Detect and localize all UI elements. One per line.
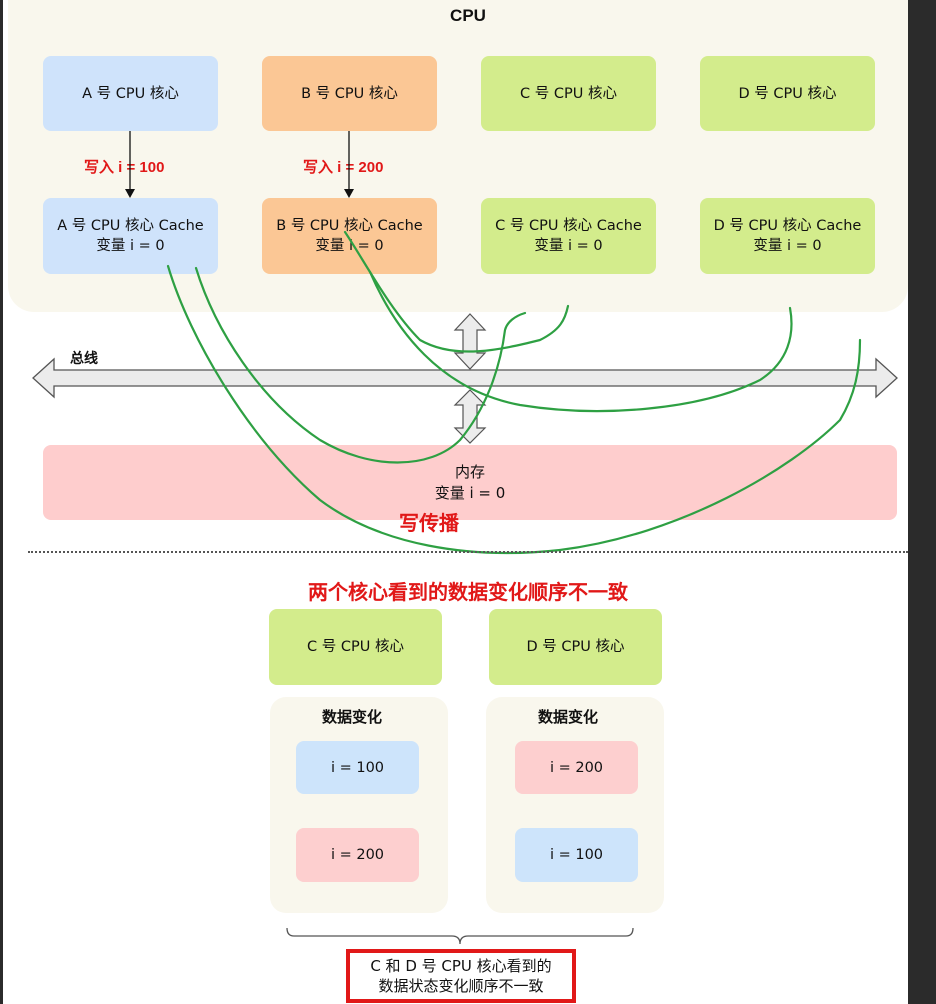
change-d-step-1-value: i = 200 — [549, 759, 604, 776]
cache-b: B 号 CPU 核心 Cache 变量 i = 0 — [262, 198, 437, 274]
bottom-core-d-label: D 号 CPU 核心 — [526, 639, 625, 655]
bottom-core-d: D 号 CPU 核心 — [489, 609, 662, 685]
memory-value: 变量 i = 0 — [434, 483, 506, 502]
core-d: D 号 CPU 核心 — [700, 56, 875, 131]
change-d-step-2-value: i = 100 — [549, 847, 604, 863]
bus-memory-connector-icon — [453, 389, 487, 444]
cache-c-name: C 号 CPU 核心 Cache — [495, 218, 642, 234]
cpu-title: CPU — [450, 6, 486, 25]
change-title-d: 数据变化 — [538, 708, 599, 726]
change-title-c: 数据变化 — [322, 708, 383, 726]
cache-a-name: A 号 CPU 核心 Cache — [57, 218, 204, 234]
cache-d: D 号 CPU 核心 Cache 变量 i = 0 — [700, 198, 875, 274]
left-window-edge — [0, 0, 3, 1004]
bottom-core-c: C 号 CPU 核心 — [269, 609, 442, 685]
cpu-bus-connector-icon — [453, 313, 487, 370]
memory-name: 内存 — [454, 462, 485, 481]
change-d-step-1: i = 200 — [515, 741, 638, 794]
write-arrow-a — [125, 131, 135, 198]
cache-c-value: 变量 i = 0 — [534, 238, 603, 254]
inconsistency-heading: 两个核心看到的数据变化顺序不一致 — [308, 580, 628, 604]
change-c-step-1: i = 100 — [296, 741, 419, 794]
change-d-step-2: i = 100 — [515, 828, 638, 882]
core-a: A 号 CPU 核心 — [43, 56, 218, 131]
change-c-step-2: i = 200 — [296, 828, 419, 882]
bottom-core-c-label: C 号 CPU 核心 — [307, 639, 404, 655]
write-label-a: 写入 i = 100 — [84, 159, 165, 176]
cache-a: A 号 CPU 核心 Cache 变量 i = 0 — [43, 198, 218, 274]
cache-c: C 号 CPU 核心 Cache 变量 i = 0 — [481, 198, 656, 274]
conclusion-line-1: C 和 D 号 CPU 核心看到的 — [370, 957, 552, 975]
change-c-step-2-value: i = 200 — [330, 847, 385, 863]
write-label-b: 写入 i = 200 — [303, 159, 384, 176]
conclusion-line-2: 数据状态变化顺序不一致 — [378, 977, 544, 995]
core-b-label: B 号 CPU 核心 — [301, 85, 398, 102]
conclusion-note: C 和 D 号 CPU 核心看到的 数据状态变化顺序不一致 — [346, 949, 576, 1003]
core-a-label: A 号 CPU 核心 — [82, 85, 179, 102]
propagation-curves — [166, 230, 862, 555]
write-arrow-b — [344, 131, 354, 198]
bus-label: 总线 — [70, 350, 98, 366]
core-b: B 号 CPU 核心 — [262, 56, 437, 131]
cache-d-name: D 号 CPU 核心 Cache — [713, 218, 862, 234]
core-c: C 号 CPU 核心 — [481, 56, 656, 131]
propagation-label: 写传播 — [399, 511, 459, 535]
bottom-brace — [286, 927, 634, 945]
cache-a-value: 变量 i = 0 — [96, 238, 165, 254]
change-c-step-1-value: i = 100 — [330, 759, 385, 776]
core-d-label: D 号 CPU 核心 — [738, 85, 837, 102]
bus-arrow — [32, 357, 898, 399]
cache-d-value: 变量 i = 0 — [753, 238, 822, 254]
cache-b-value: 变量 i = 0 — [315, 238, 384, 254]
section-divider — [28, 551, 908, 553]
cache-b-name: B 号 CPU 核心 Cache — [276, 218, 423, 234]
core-c-label: C 号 CPU 核心 — [520, 85, 617, 102]
right-window-edge — [908, 0, 936, 1004]
